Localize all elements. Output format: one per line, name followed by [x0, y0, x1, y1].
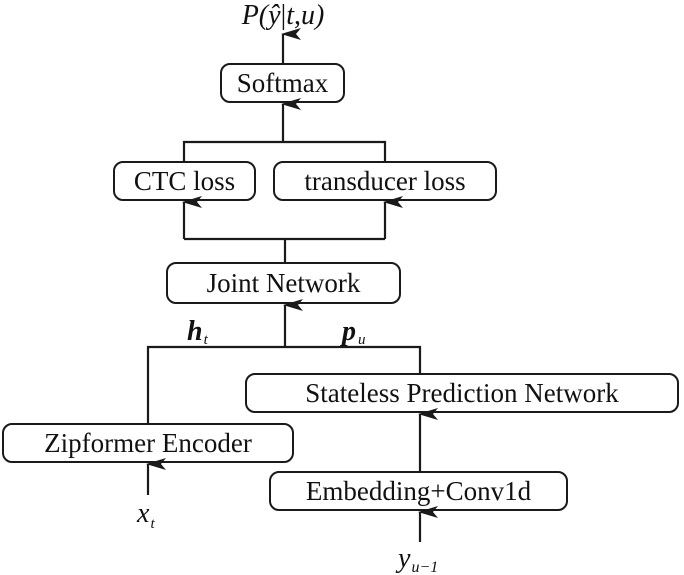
encoder-output-label: ht	[187, 316, 209, 348]
stateless-prediction-network-label: Stateless Prediction Network	[305, 378, 619, 408]
input-y-label: yu−1	[395, 543, 438, 575]
embedding-conv1d-node: Embedding+Conv1d	[269, 471, 568, 511]
softmax-node: Softmax	[220, 63, 345, 103]
zipformer-encoder-node: Zipformer Encoder	[2, 423, 294, 463]
transducer-loss-node: transducer loss	[273, 161, 497, 201]
zipformer-encoder-label: Zipformer Encoder	[44, 428, 252, 458]
input-x-label: xt	[136, 498, 155, 532]
joint-network-node: Joint Network	[166, 262, 401, 304]
transducer-loss-label: transducer loss	[304, 166, 465, 196]
stateless-prediction-network-node: Stateless Prediction Network	[245, 373, 679, 413]
output-probability-label: P(ŷ|t,u)	[241, 0, 325, 31]
connector-losses-top	[182, 140, 387, 162]
embedding-conv1d-label: Embedding+Conv1d	[306, 476, 532, 506]
joint-network-label: Joint Network	[207, 268, 361, 298]
softmax-label: Softmax	[237, 68, 329, 98]
ctc-loss-node: CTC loss	[113, 161, 256, 201]
ctc-loss-label: CTC loss	[134, 166, 235, 196]
